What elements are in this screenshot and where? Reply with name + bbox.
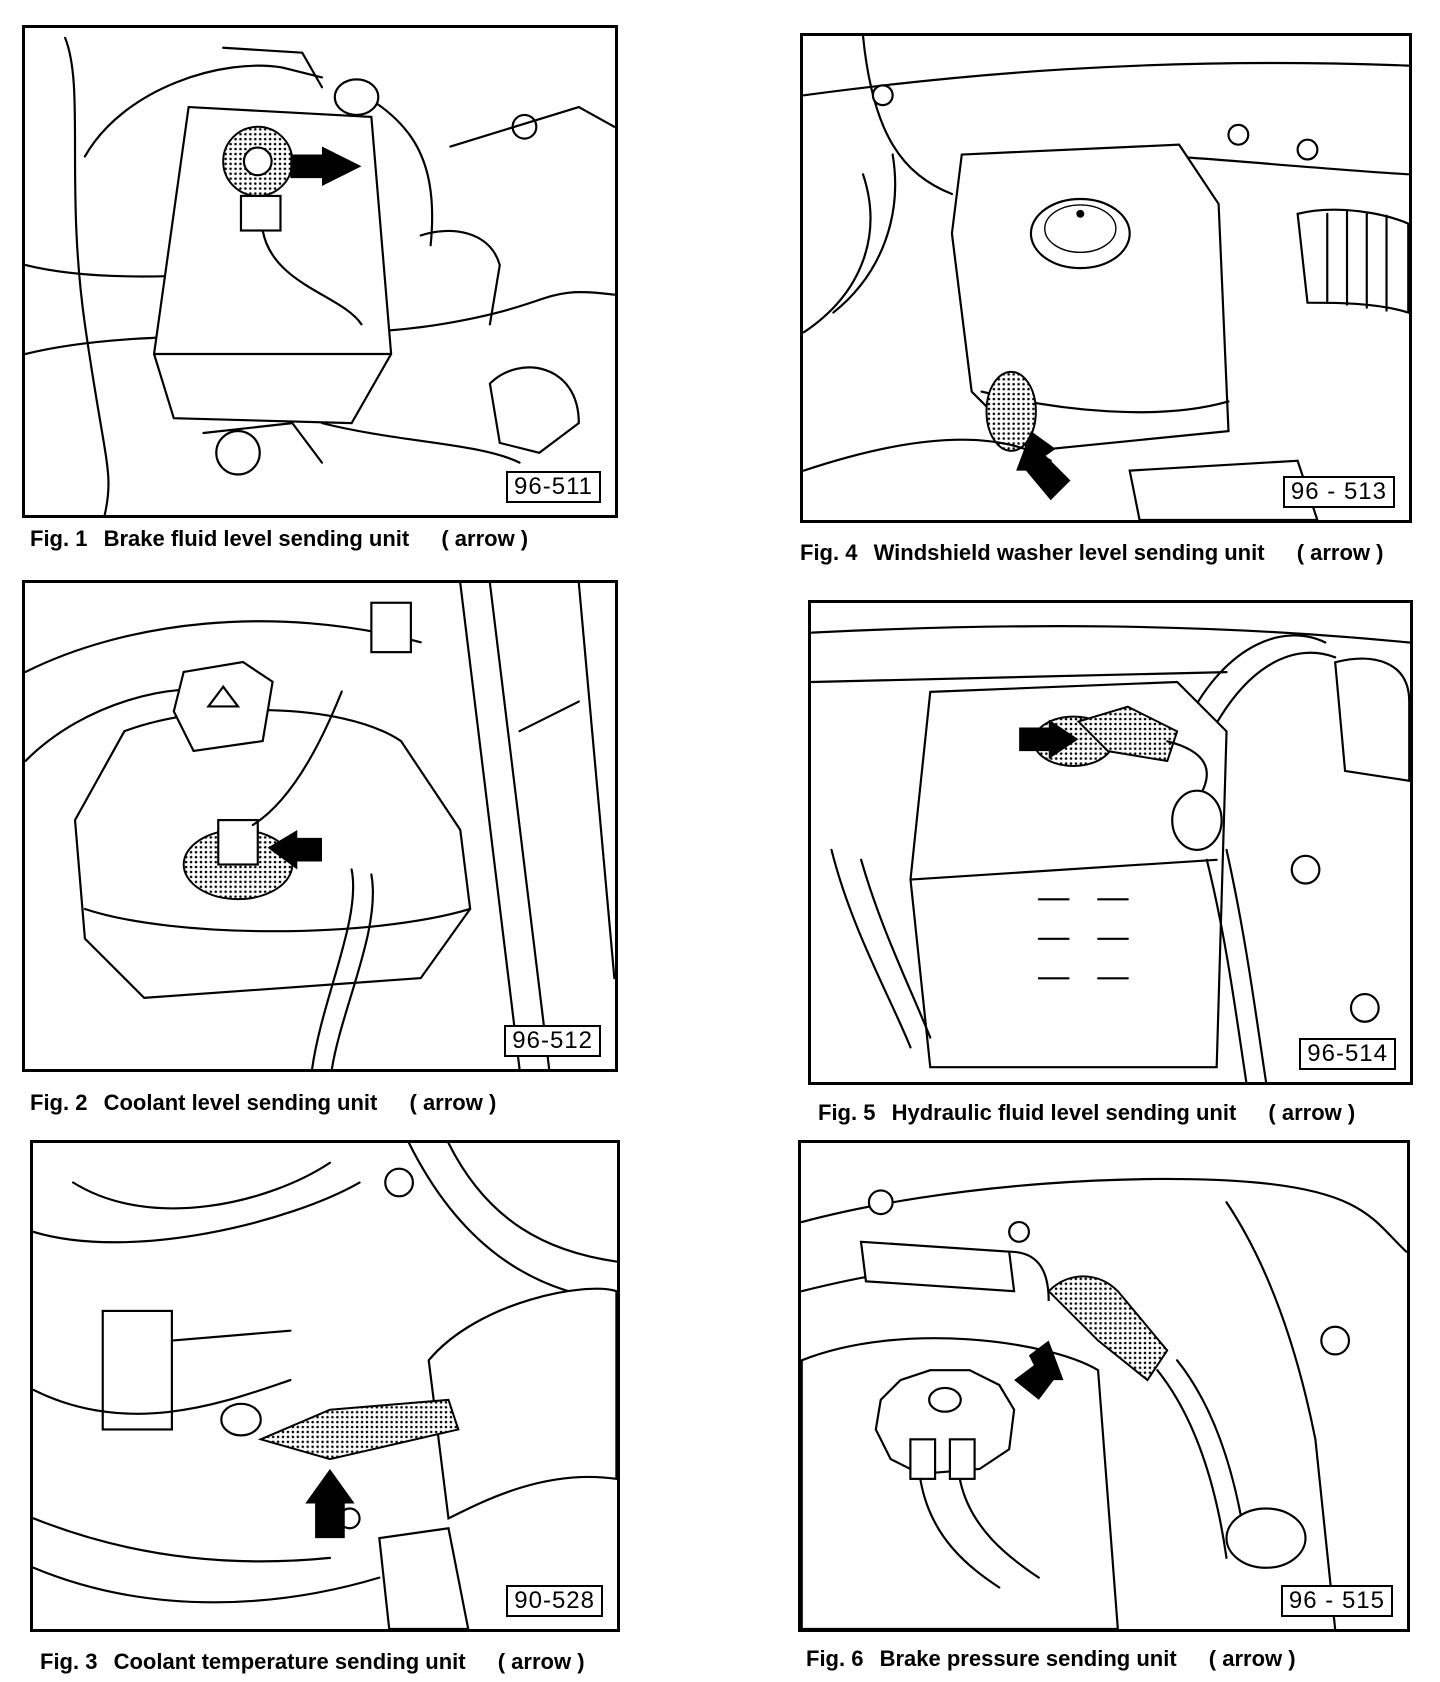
figure-4-caption: Fig. 4 Windshield washer level sending u… <box>800 540 1383 566</box>
caption-text: Brake pressure sending unit <box>879 1646 1177 1671</box>
caption-text: Windshield washer level sending unit <box>873 540 1265 565</box>
arrow-note: ( arrow ) <box>409 1090 497 1115</box>
brake-pressure-drawing <box>801 1177 1407 1629</box>
arrow-note: ( arrow ) <box>1296 540 1384 565</box>
caption-text: Hydraulic fluid level sending unit <box>891 1100 1237 1125</box>
figure-code-badge: 90-528 <box>506 1585 603 1617</box>
figure-code-badge: 96 - 513 <box>1282 476 1395 508</box>
figure-4-illustration: 96 - 513 <box>800 33 1412 523</box>
caption-text: Coolant level sending unit <box>103 1090 378 1115</box>
figure-number: Fig. 6 <box>806 1646 864 1671</box>
figure-6-caption: Fig. 6 Brake pressure sending unit ( arr… <box>806 1646 1296 1672</box>
figure-1-illustration: 96-511 <box>22 25 618 518</box>
washer-reservoir-drawing <box>803 36 1409 520</box>
figure-code-badge: 96-512 <box>504 1025 601 1057</box>
figure-number: Fig. 2 <box>30 1090 88 1115</box>
figure-3-illustration: 90-528 <box>30 1140 620 1632</box>
figure-number: Fig. 3 <box>40 1649 98 1674</box>
figure-5-illustration: 96-514 <box>808 600 1413 1085</box>
figure-number: Fig. 1 <box>30 526 88 551</box>
caption-text: Coolant temperature sending unit <box>113 1649 466 1674</box>
figure-code-badge: 96 - 515 <box>1280 1585 1393 1617</box>
figure-code-badge: 96-514 <box>1299 1038 1396 1070</box>
coolant-temperature-drawing <box>33 1143 617 1629</box>
figure-6-illustration: 96 - 515 <box>798 1140 1410 1632</box>
figure-2-caption: Fig. 2 Coolant level sending unit ( arro… <box>30 1090 496 1116</box>
hydraulic-reservoir-drawing <box>811 625 1410 1082</box>
figure-code-badge: 96-511 <box>506 471 601 503</box>
arrow-note: ( arrow ) <box>1208 1646 1296 1671</box>
arrow-note: ( arrow ) <box>497 1649 585 1674</box>
caption-text: Brake fluid level sending unit <box>103 526 410 551</box>
figure-3-caption: Fig. 3 Coolant temperature sending unit … <box>40 1649 585 1675</box>
figure-1-caption: Fig. 1 Brake fluid level sending unit ( … <box>30 526 528 552</box>
brake-fluid-reservoir-drawing <box>25 36 615 515</box>
figure-number: Fig. 5 <box>818 1100 876 1125</box>
figure-5-caption: Fig. 5 Hydraulic fluid level sending uni… <box>818 1100 1355 1126</box>
arrow-note: ( arrow ) <box>1268 1100 1356 1125</box>
figure-2-illustration: 96-512 <box>22 580 618 1072</box>
figure-number: Fig. 4 <box>800 540 858 565</box>
arrow-note: ( arrow ) <box>441 526 529 551</box>
coolant-reservoir-drawing <box>25 583 615 1069</box>
